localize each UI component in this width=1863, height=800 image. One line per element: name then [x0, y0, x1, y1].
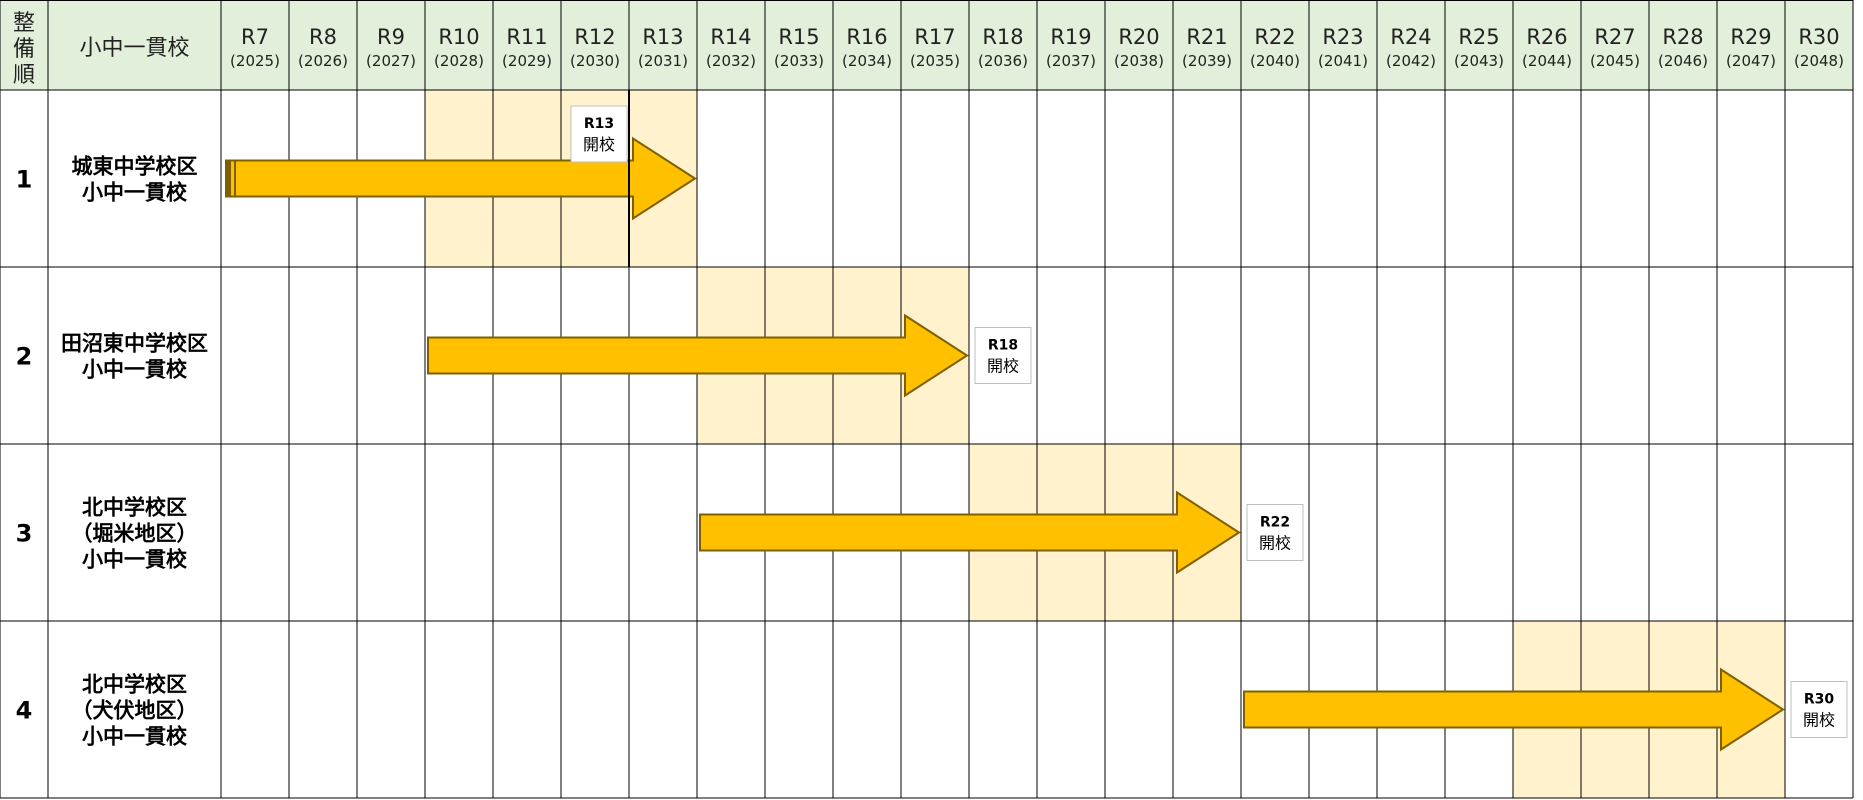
period-label: R27 [1594, 25, 1635, 49]
period-year: (2041) [1318, 52, 1368, 70]
opening-badge [1790, 681, 1848, 738]
period-year: (2029) [502, 52, 552, 70]
order-header-char: 備 [13, 37, 35, 62]
order-header-char: 順 [13, 63, 35, 88]
period-label: R26 [1526, 25, 1567, 49]
period-label: R22 [1254, 25, 1295, 49]
period-label: R14 [710, 25, 751, 49]
order-number: 3 [16, 520, 33, 548]
arrow-start-mark [226, 160, 231, 197]
school-name: 城東中学校区 [72, 155, 198, 179]
period-year: (2048) [1794, 52, 1844, 70]
period-label: R18 [982, 25, 1023, 49]
period-label: R17 [914, 25, 955, 49]
opening-text: 開校 [1803, 711, 1835, 730]
period-label: R23 [1322, 25, 1363, 49]
opening-year: R30 [1804, 692, 1835, 708]
period-year: (2034) [842, 52, 892, 70]
period-year: (2044) [1522, 52, 1572, 70]
school-name: 小中一貫校 [82, 181, 188, 205]
period-year: (2040) [1250, 52, 1300, 70]
period-year: (2031) [638, 52, 688, 70]
schedule-arrow [1243, 667, 1785, 752]
school-name: （堀米地区） [72, 522, 198, 546]
period-year: (2038) [1114, 52, 1164, 70]
opening-badge [1246, 504, 1304, 561]
opening-text: 開校 [987, 357, 1019, 376]
period-year: (2025) [230, 52, 280, 70]
period-label: R16 [846, 25, 887, 49]
schedule-arrow [699, 490, 1241, 575]
period-year: (2033) [774, 52, 824, 70]
period-year: (2030) [570, 52, 620, 70]
opening-year: R13 [584, 116, 614, 132]
school-name: （犬伏地区） [72, 699, 198, 723]
opening-year: R22 [1260, 515, 1290, 531]
period-label: R24 [1390, 25, 1431, 49]
period-label: R15 [778, 25, 819, 49]
period-year: (2046) [1658, 52, 1708, 70]
period-year: (2047) [1726, 52, 1776, 70]
school-name: 北中学校区 [82, 673, 187, 697]
school-name: 小中一貫校 [82, 725, 188, 749]
period-label: R21 [1186, 25, 1227, 49]
period-year: (2026) [298, 52, 348, 70]
period-year: (2032) [706, 52, 756, 70]
period-label: R13 [642, 25, 683, 49]
period-label: R8 [309, 25, 337, 49]
period-label: R28 [1662, 25, 1703, 49]
period-label: R7 [241, 25, 269, 49]
school-name: 小中一貫校 [82, 358, 188, 382]
order-number: 1 [16, 166, 33, 194]
opening-year: R18 [988, 338, 1018, 354]
schedule-arrow [225, 136, 697, 221]
period-year: (2039) [1182, 52, 1232, 70]
order-header-char: 整 [13, 11, 35, 36]
school-name: 北中学校区 [82, 496, 187, 520]
period-label: R12 [574, 25, 615, 49]
opening-badge [570, 105, 628, 163]
period-label: R9 [377, 25, 405, 49]
period-year: (2028) [434, 52, 484, 70]
period-year: (2043) [1454, 52, 1504, 70]
period-year: (2027) [366, 52, 416, 70]
period-label: R11 [506, 25, 547, 49]
period-year: (2042) [1386, 52, 1436, 70]
period-year: (2036) [978, 52, 1028, 70]
order-number: 2 [16, 343, 33, 371]
period-year: (2045) [1590, 52, 1640, 70]
arrow-start-mark [234, 160, 236, 197]
opening-text: 開校 [1259, 534, 1291, 553]
period-label: R10 [438, 25, 479, 49]
school-name: 小中一貫校 [82, 548, 188, 572]
period-label: R29 [1730, 25, 1771, 49]
schedule-arrow [427, 313, 969, 398]
order-number: 4 [16, 697, 33, 725]
header-background [0, 0, 1853, 90]
school-header: 小中一貫校 [79, 36, 189, 61]
period-label: R19 [1050, 25, 1091, 49]
period-label: R20 [1118, 25, 1159, 49]
period-label: R25 [1458, 25, 1499, 49]
school-name: 田沼東中学校区 [61, 332, 208, 356]
period-label: R30 [1798, 25, 1839, 49]
opening-text: 開校 [583, 135, 615, 154]
period-year: (2035) [910, 52, 960, 70]
period-year: (2037) [1046, 52, 1096, 70]
opening-badge [974, 327, 1032, 384]
